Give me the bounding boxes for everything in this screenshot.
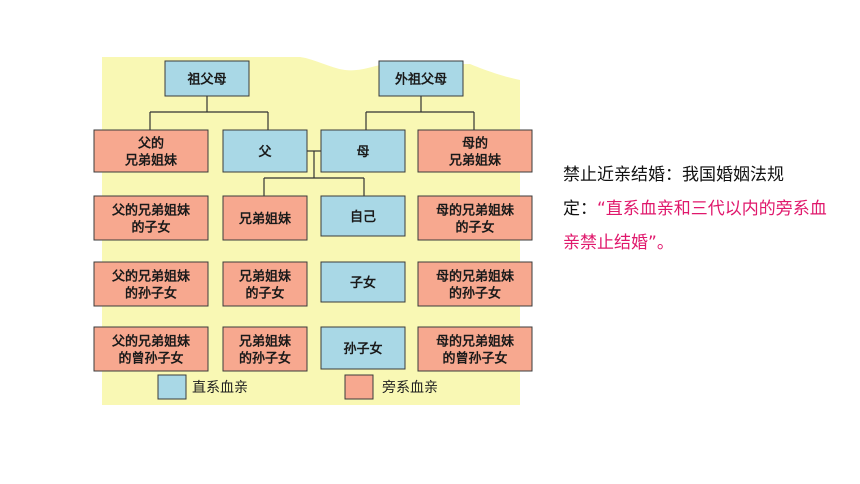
- box-label: 兄弟姐妹: [238, 269, 292, 285]
- box-label: 兄弟姐妹: [238, 211, 292, 227]
- legend-label-collateral: 旁系血亲: [382, 379, 438, 396]
- box-label: 兄弟姐妹: [238, 334, 292, 350]
- box-label: 母的兄弟姐妹: [436, 269, 515, 285]
- box-rect: [164, 60, 250, 97]
- box-label: 自己: [350, 209, 376, 225]
- box-label: 外祖父母: [394, 72, 447, 88]
- box-label: 子女: [350, 275, 376, 291]
- box-label: 父的兄弟姐妹: [111, 334, 191, 350]
- box-label: 母的: [462, 136, 488, 152]
- legend-swatch-lineal: [157, 374, 187, 400]
- box-rect: [417, 195, 533, 241]
- box-label: 的孙子女: [239, 351, 291, 367]
- box-rect: [222, 261, 308, 307]
- box-own-siblings: 兄弟姐妹: [222, 195, 308, 241]
- box-father: 父: [222, 129, 308, 173]
- box-label: 的子女: [455, 220, 494, 236]
- legend: 直系血亲 旁系血亲: [157, 374, 438, 400]
- box-grandparents-maternal: 外祖父母: [378, 60, 464, 97]
- box-grandchildren: 孙子女: [320, 326, 406, 370]
- note-end: 。: [656, 233, 674, 253]
- box-rect: [222, 326, 308, 372]
- box-label: 母的兄弟姐妹: [436, 334, 515, 350]
- note-highlight: “直系血亲和三代以内的旁系血亲禁止结婚”: [563, 199, 827, 253]
- box-children: 子女: [320, 261, 406, 303]
- box-label: 父: [257, 145, 272, 160]
- box-mother: 母: [320, 129, 406, 173]
- box-label: 母的兄弟姐妹: [436, 203, 515, 219]
- box-rect: [417, 129, 533, 173]
- box-rect: [320, 129, 406, 173]
- box-label: 的子女: [131, 220, 170, 236]
- box-rect: [222, 195, 308, 241]
- box-rect: [93, 129, 209, 173]
- box-label: 的孙子女: [125, 286, 177, 302]
- box-label: 兄弟姐妹: [124, 153, 178, 169]
- box-label: 的子女: [245, 286, 284, 302]
- box-label: 的曾孙子女: [442, 351, 507, 367]
- box-rect: [93, 326, 209, 372]
- legend-label-lineal: 直系血亲: [192, 379, 248, 396]
- box-label: 母: [356, 145, 369, 160]
- box-rect: [222, 129, 308, 173]
- box-rect: [93, 261, 209, 307]
- box-grandparents-paternal: 祖父母: [164, 60, 250, 97]
- box-father-siblings: 父的兄弟姐妹: [93, 129, 209, 173]
- marriage-law-note: 禁止近亲结婚：我国婚姻法规定：“直系血亲和三代以内的旁系血亲禁止结婚”。: [563, 158, 833, 260]
- box-rect: [417, 326, 533, 372]
- box-label: 孙子女: [343, 341, 382, 357]
- connector-lines: [149, 96, 475, 196]
- legend-swatch-collateral: [344, 374, 374, 400]
- box-rect: [320, 195, 406, 237]
- box-label: 兄弟姐妹: [448, 153, 502, 169]
- box-rect: [93, 195, 209, 241]
- box-label: 祖父母: [186, 72, 226, 88]
- box-mother-siblings: 母的兄弟姐妹: [417, 129, 533, 173]
- box-label: 的曾孙子女: [118, 351, 183, 367]
- box-rect: [320, 326, 406, 370]
- note-text: 禁止近亲结婚：我国婚姻法规定：: [563, 165, 784, 219]
- box-label: 父的兄弟姐妹: [111, 269, 191, 285]
- box-rect: [417, 261, 533, 307]
- box-self: 自己: [320, 195, 406, 237]
- box-rect: [378, 60, 464, 97]
- box-label: 父的: [137, 136, 164, 152]
- box-label: 父的兄弟姐妹: [111, 203, 191, 219]
- box-rect: [320, 261, 406, 303]
- box-label: 的孙子女: [449, 286, 501, 302]
